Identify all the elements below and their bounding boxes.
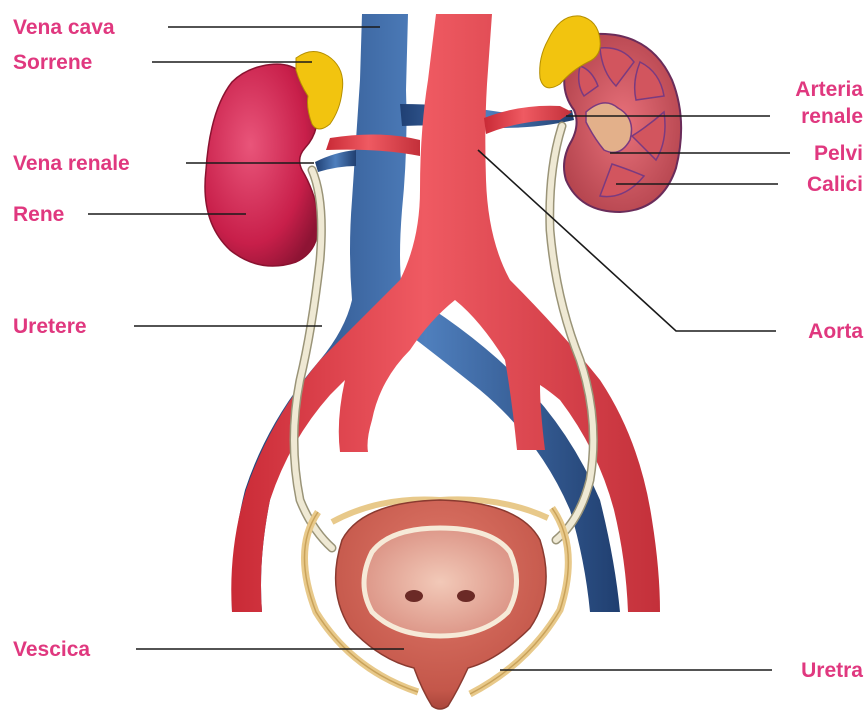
label-rene: Rene: [13, 203, 64, 226]
label-vescica: Vescica: [13, 638, 90, 661]
label-pelvi: Pelvi: [814, 142, 863, 165]
left-kidney-shape: [205, 64, 319, 266]
label-vena-cava: Vena cava: [13, 16, 115, 39]
label-arteria: Arteria: [795, 78, 863, 101]
bladder-shape: [304, 499, 568, 709]
label-vena-renale: Vena renale: [13, 152, 130, 175]
label-uretere: Uretere: [13, 315, 87, 338]
label-calici: Calici: [807, 173, 863, 196]
label-sorrene: Sorrene: [13, 51, 92, 74]
label-renale: renale: [801, 105, 863, 128]
label-aorta: Aorta: [808, 320, 863, 343]
label-uretra: Uretra: [801, 659, 863, 682]
